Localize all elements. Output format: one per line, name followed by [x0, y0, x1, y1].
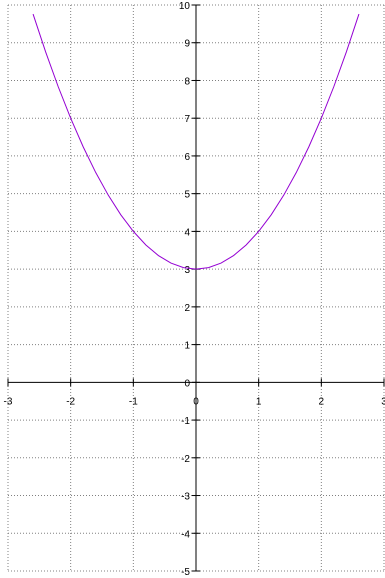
y-tick-label: -4: [181, 529, 190, 540]
y-tick-label: -1: [181, 416, 190, 427]
grid-lines: [7, 4, 385, 572]
y-tick-label: 1: [184, 341, 190, 352]
y-tick-label: 3: [184, 265, 190, 276]
x-tick-label: 1: [256, 396, 262, 407]
series: [32, 13, 360, 270]
y-tick-label: -5: [181, 567, 190, 578]
y-tick-label: -3: [181, 492, 190, 503]
y-tick-label: -2: [181, 454, 190, 465]
y-tick-label: 2: [184, 303, 190, 314]
y-tick-label: 8: [184, 76, 190, 87]
x-tick-label: -1: [129, 396, 138, 407]
y-tick-label: 10: [179, 1, 191, 12]
y-tick-label: 9: [184, 39, 190, 50]
x-tick-label: 2: [319, 396, 325, 407]
axes: [8, 5, 384, 571]
x-tick-label: -2: [66, 396, 75, 407]
y-tick-label: 5: [184, 190, 190, 201]
y-tick-label: 6: [184, 152, 190, 163]
y-tick-label: 7: [184, 114, 190, 125]
parabola-curve: [32, 13, 360, 270]
y-tick-label: 0: [184, 378, 190, 389]
x-tick-label: -3: [4, 396, 13, 407]
y-tick-label: 4: [184, 227, 190, 238]
x-tick-label: 0: [193, 396, 199, 407]
x-tick-label: 3: [381, 396, 385, 407]
